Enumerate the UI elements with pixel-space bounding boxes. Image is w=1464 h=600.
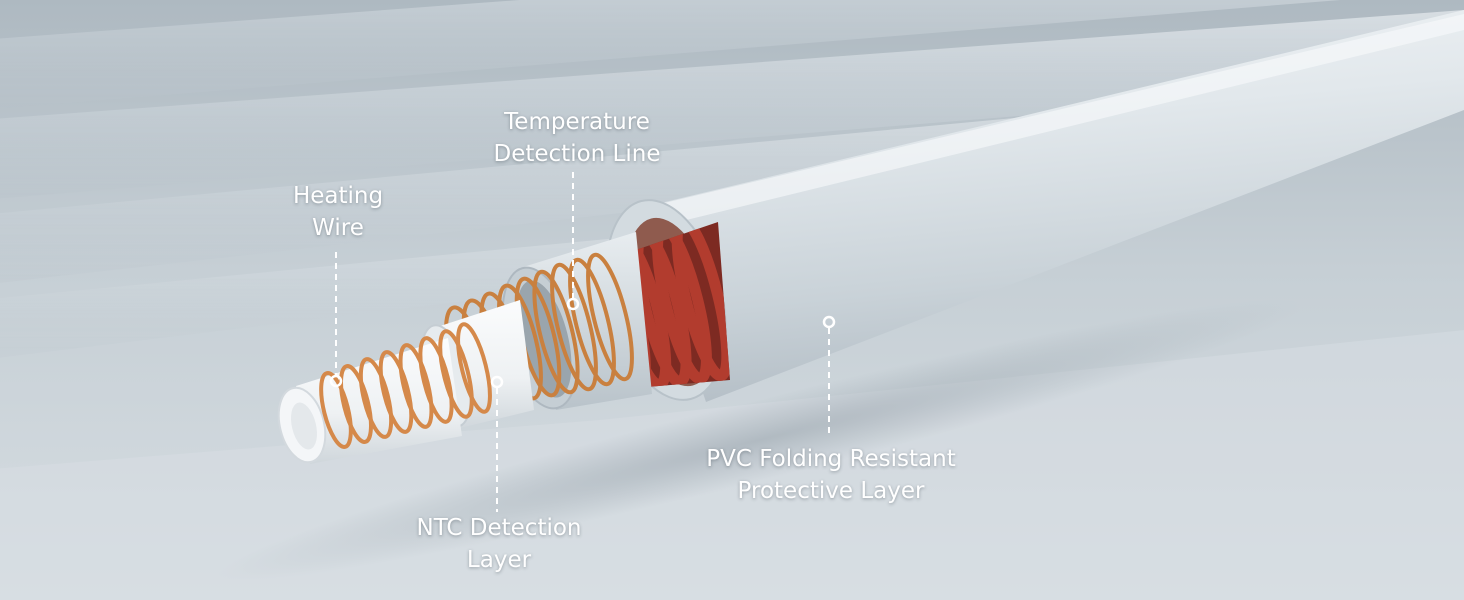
callout-lines: [335, 172, 830, 512]
temperature-line-marker: [566, 297, 580, 311]
temperature-detection-line-label: Temperature Detection Line: [494, 106, 661, 170]
heating-wire-label-line1: Heating: [292, 183, 384, 209]
temperature-label-line1: Temperature: [504, 109, 650, 135]
ntc-label-line1: NTC Detection: [416, 515, 582, 541]
heating-wire-marker: [329, 374, 343, 388]
pvc-layer-label: PVC Folding Resistant Protective Layer: [706, 443, 956, 507]
ntc-label-line2: Layer: [466, 547, 532, 573]
hose-shadow: [216, 299, 1304, 581]
ntc-layer-marker: [490, 375, 504, 389]
pvc-layer-marker: [822, 315, 836, 329]
temperature-label-line2: Detection Line: [493, 141, 661, 167]
ntc-detection-layer-label: NTC Detection Layer: [416, 512, 581, 576]
callout-markers: [329, 297, 836, 389]
heating-wire-label: Heating Wire: [293, 180, 383, 244]
heating-wire-coil: [319, 322, 492, 449]
pvc-outer-tube: [640, 10, 1464, 402]
heating-wire-label-line2: Wire: [312, 215, 364, 241]
pvc-label-line2: Protective Layer: [737, 478, 925, 504]
pvc-label-line1: PVC Folding Resistant: [706, 446, 956, 472]
